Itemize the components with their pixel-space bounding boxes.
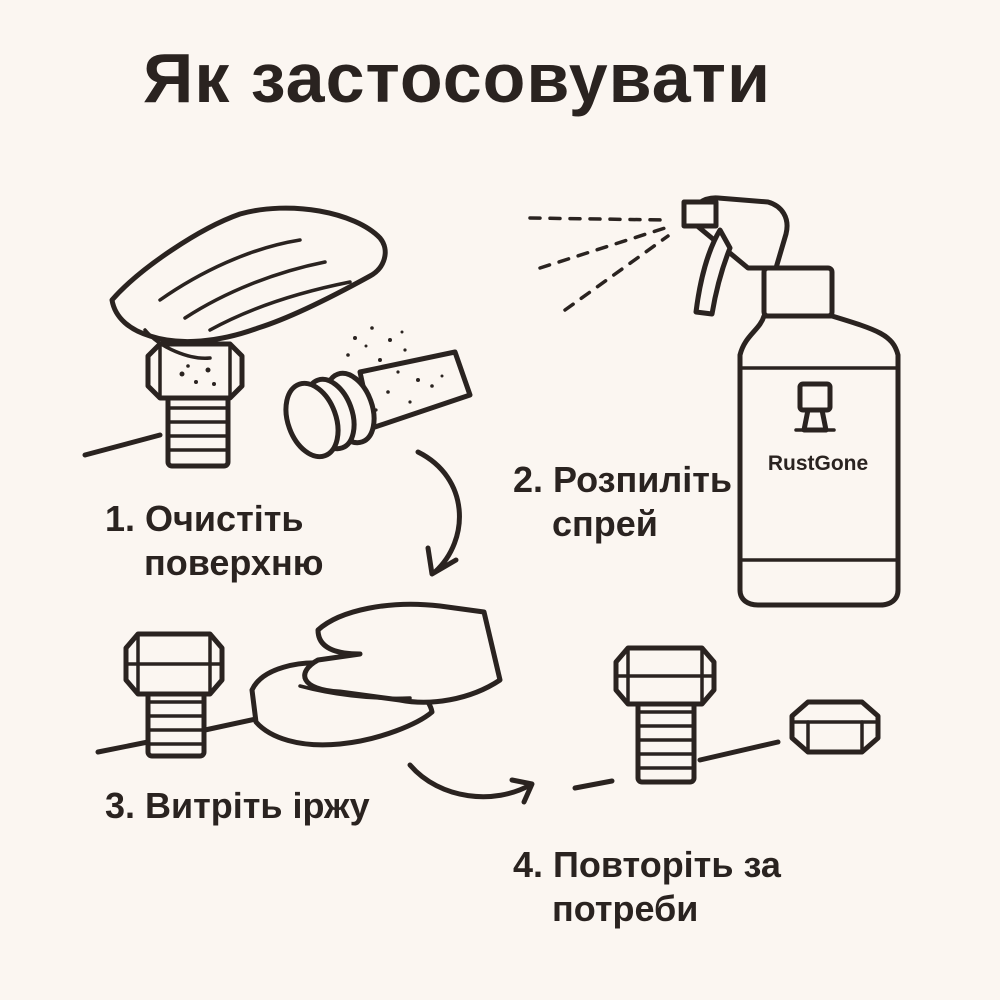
hand-with-cloth-icon: [249, 601, 503, 748]
step4-illustration: [572, 645, 881, 791]
spray-mist-icon: [528, 216, 670, 312]
step-1-label: 1. Очистіть поверхню: [105, 497, 323, 585]
step-1-line-1: 1. Очистіть: [105, 498, 304, 539]
curved-arrow-step1-to-step3: [415, 449, 462, 575]
cleaning-cloth-hand-icon: [109, 205, 388, 360]
step-2-line-1: 2. Розпиліть: [513, 459, 733, 500]
surface-line: [95, 739, 151, 755]
arrow-head-icon: [425, 545, 459, 577]
step-3-label: 3. Витріть іржу: [105, 784, 370, 828]
page-title: Як застосовувати: [143, 39, 771, 117]
step-3-line-1: 3. Витріть іржу: [105, 785, 370, 826]
arrow-head-icon: [509, 777, 535, 805]
bottle-brand-label: RustGone: [768, 452, 868, 475]
wire-brush-icon: [283, 326, 473, 460]
bolt-icon: [145, 341, 245, 469]
step-4-label: 4. Повторіть за потреби: [513, 843, 781, 931]
step-2-label: 2. Розпиліть спрей: [513, 458, 732, 546]
step-1-line-2: поверхню: [144, 542, 324, 583]
surface-line: [82, 432, 163, 458]
step2-illustration: RustGone: [528, 195, 901, 608]
bolt-icon: [123, 631, 225, 759]
step-4-line-2: потреби: [552, 888, 699, 929]
step-2-line-2: спрей: [552, 503, 658, 544]
curved-arrow-step3-to-step4: [407, 762, 533, 800]
step-4-line-1: 4. Повторіть за: [513, 844, 781, 885]
bolt-logo-icon: [794, 381, 836, 433]
surface-line: [697, 739, 781, 763]
step1-illustration: [82, 205, 473, 577]
surface-line: [572, 778, 615, 791]
hex-nut-icon: [789, 699, 881, 755]
clean-bolt-icon: [613, 645, 717, 785]
spray-bottle-icon: RustGone: [681, 195, 901, 608]
step3-illustration: [95, 601, 535, 805]
